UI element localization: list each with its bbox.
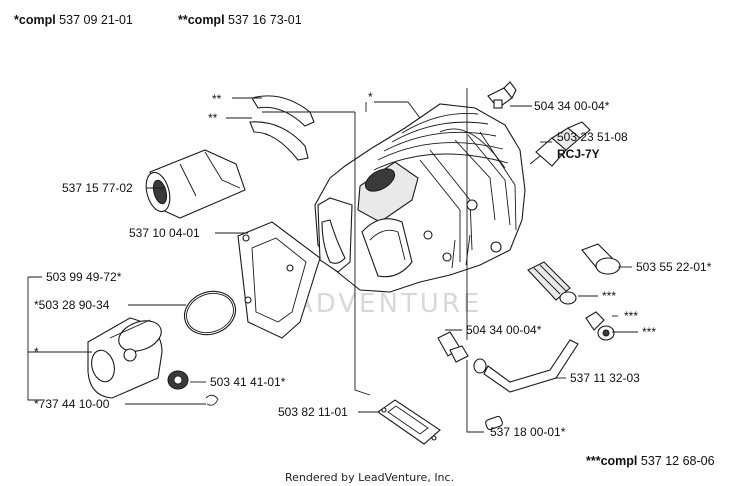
callout-503-82-11-01: 503 82 11-01 — [278, 405, 348, 419]
callout-537-10-04-01: 537 10 04-01 — [129, 226, 200, 240]
callout-537-15-77-02: 537 15 77-02 — [62, 181, 133, 195]
callout-503-28-90-34: *503 28 90-34 — [34, 298, 110, 312]
callout-labels: * ** ** 504 34 00-04* 503 23 51-08 RCJ-7… — [34, 90, 712, 439]
callout-star-left: * — [34, 345, 39, 359]
callout-504-34-00-04-mid: 504 34 00-04* — [466, 323, 542, 337]
piston-ring-drawing — [183, 290, 237, 336]
footer-right: ***compl 537 12 68-06 — [586, 454, 715, 468]
callout-tstar-2: *** — [624, 309, 638, 323]
spark-plug-drawing — [529, 121, 591, 167]
fitting-mid-drawing — [437, 331, 469, 363]
fitting-top-drawing — [487, 81, 517, 109]
callout-star-top: * — [368, 90, 373, 104]
header-left: *compl 537 09 21-01 — [14, 13, 133, 27]
callout-537-11-32-03: 537 11 32-03 — [570, 371, 640, 385]
callout-504-34-00-04-top: 504 34 00-04* — [534, 99, 610, 113]
callout-503-99-49-72: 503 99 49-72* — [46, 270, 122, 284]
plug-drawing — [581, 243, 621, 275]
bottom-gasket-drawing — [377, 399, 441, 445]
rendered-by-text: Rendered by LeadVenture, Inc. — [285, 471, 454, 484]
tube-drawing — [473, 339, 579, 393]
needle-bearing-drawing — [167, 370, 189, 390]
callout-tstar-1: *** — [602, 289, 616, 303]
callout-dstar-2: ** — [208, 111, 218, 125]
leader-lines — [27, 88, 638, 433]
callout-537-18-00-01: 537 18 00-01* — [490, 425, 566, 439]
cylinder-drawing — [314, 103, 526, 293]
small-fittings-drawing — [585, 311, 615, 341]
callout-dstar-1: ** — [212, 92, 222, 106]
small-pin-drawing — [485, 415, 503, 431]
callout-503-23-51-08: 503 23 51-08 — [557, 130, 628, 144]
decomp-valve-drawing — [527, 261, 577, 305]
callout-503-41-41-01: 503 41 41-01* — [210, 375, 286, 389]
callout-tstar-3: *** — [642, 325, 656, 339]
clamp-drawings — [249, 95, 315, 161]
gasket-drawing — [237, 221, 321, 339]
header-right: **compl 537 16 73-01 — [178, 13, 302, 27]
piston-drawing — [87, 317, 163, 399]
intake-manifold-drawing — [145, 149, 246, 219]
callout-rcj7y: RCJ-7Y — [557, 147, 600, 161]
circlip-drawing — [205, 394, 219, 406]
callout-737-44-10-00: *737 44 10-00 — [34, 397, 110, 411]
callout-503-55-22-01: 503 55 22-01* — [636, 260, 712, 274]
